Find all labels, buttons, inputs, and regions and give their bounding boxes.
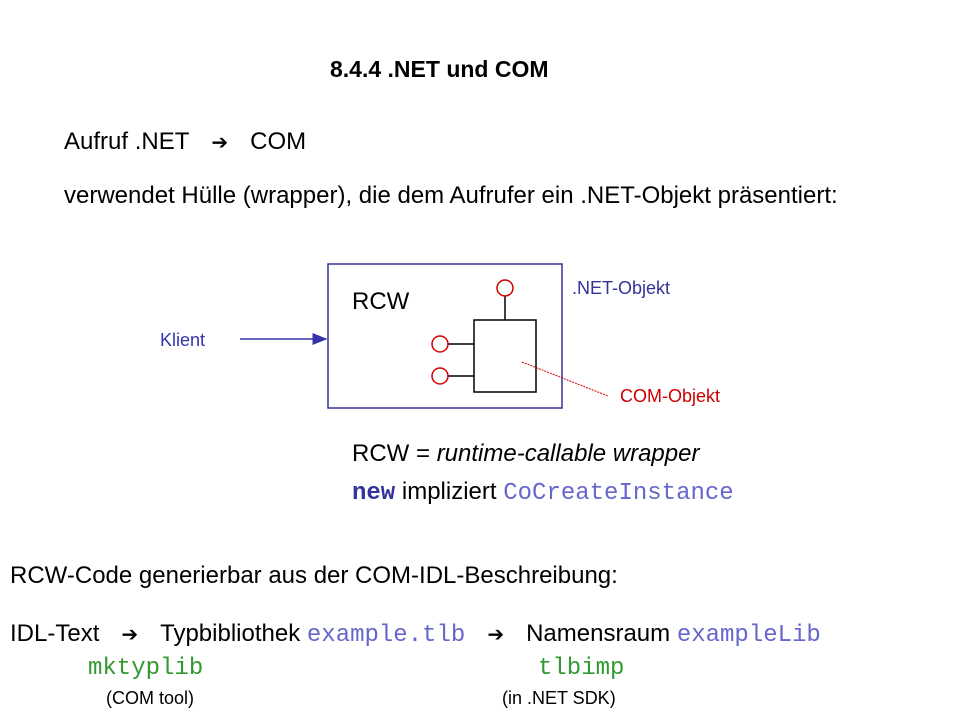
idl-text-label: IDL-Text bbox=[10, 620, 100, 647]
rcw-box bbox=[327, 263, 563, 409]
call-direction-line: Aufruf .NET ➔ COM bbox=[64, 128, 306, 156]
rcw-definition: RCW = runtime-callable wrapper bbox=[352, 440, 699, 468]
com-object-label: COM-Objekt bbox=[620, 386, 721, 406]
com-text: COM bbox=[250, 128, 307, 155]
new-keyword: new bbox=[352, 480, 396, 507]
net-sdk-note: (in .NET SDK) bbox=[502, 688, 616, 708]
com-tool-note: (COM tool) bbox=[106, 688, 195, 708]
com-object-box bbox=[473, 319, 537, 393]
klient-label: Klient bbox=[160, 330, 206, 350]
com-interface-port-2 bbox=[431, 367, 449, 385]
implies-text: impliziert bbox=[395, 478, 504, 505]
wrapper-description: verwendet Hülle (wrapper), die dem Aufru… bbox=[64, 182, 838, 209]
namespace-name: exampleLib bbox=[676, 622, 821, 649]
com-interface-port-1 bbox=[431, 335, 449, 353]
rcw-abbrev: RCW bbox=[352, 440, 410, 467]
arrow-right-icon: ➔ bbox=[211, 130, 229, 154]
typbib-label: Typbibliothek bbox=[160, 620, 307, 647]
mktyplib-tool: mktyplib bbox=[88, 655, 204, 682]
new-implies-line: new impliziert CoCreateInstance bbox=[352, 478, 734, 507]
namensraum-label: Namensraum bbox=[526, 620, 677, 647]
net-interface-port bbox=[496, 279, 514, 297]
rcw-label: RCW bbox=[352, 288, 410, 315]
page-title: 8.4.4 .NET und COM bbox=[330, 56, 549, 82]
tlbimp-tool: tlbimp bbox=[538, 655, 625, 682]
idl-pipeline: IDL-Text ➔ Typbibliothek example.tlb ➔ Namen… bbox=[10, 620, 821, 649]
aufruf-net-text: Aufruf .NET bbox=[64, 128, 190, 155]
arrow-right-icon: ➔ bbox=[121, 622, 139, 646]
cocreateinstance-code: CoCreateInstance bbox=[503, 480, 734, 507]
rcw-meaning: runtime-callable wrapper bbox=[436, 440, 700, 467]
arrow-right-icon: ➔ bbox=[487, 622, 505, 646]
com-object-pointer-line bbox=[521, 361, 609, 397]
net-object-label: .NET-Objekt bbox=[572, 278, 671, 298]
generation-sentence: RCW-Code generierbar aus der COM-IDL-Bes… bbox=[10, 562, 618, 589]
equals-sign: = bbox=[409, 440, 437, 467]
tlb-filename: example.tlb bbox=[306, 622, 466, 649]
